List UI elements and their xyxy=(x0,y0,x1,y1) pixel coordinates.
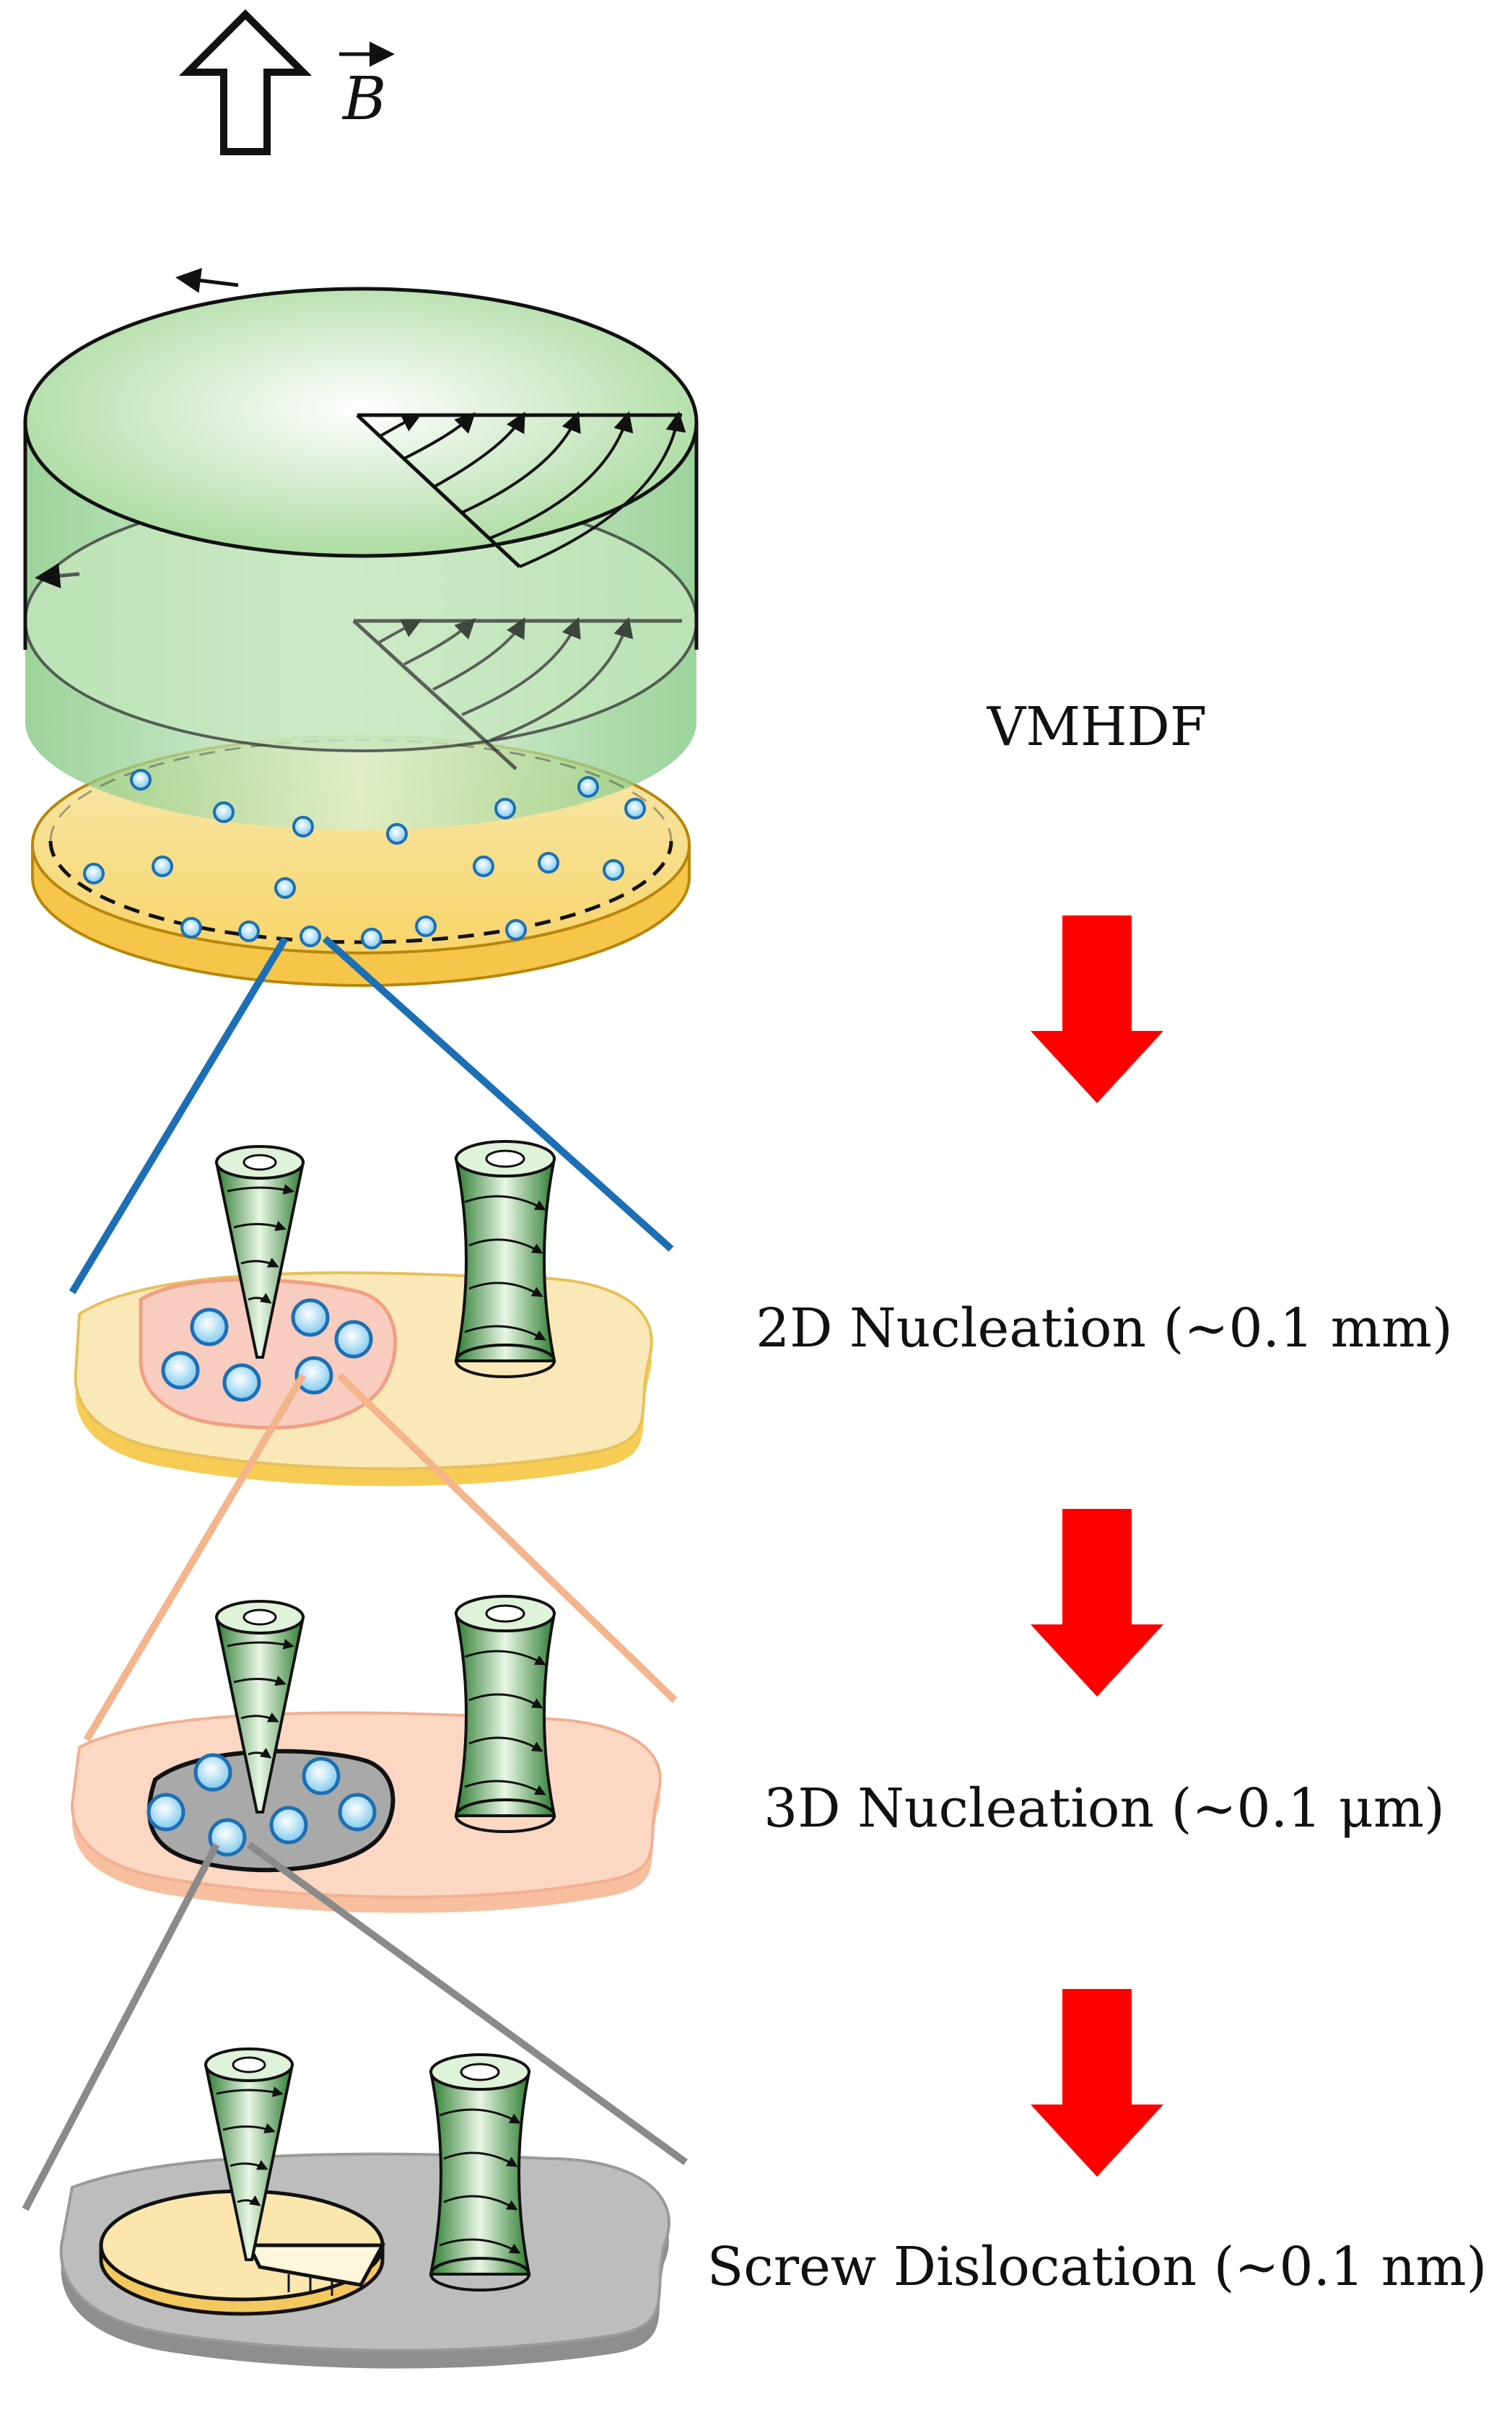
velocity-profile-top xyxy=(356,411,686,568)
down-arrow-3 xyxy=(1031,1989,1163,2177)
nuclei-dots xyxy=(83,769,646,949)
stage2-nuclei xyxy=(147,1753,377,1857)
down-arrow-1 xyxy=(1031,915,1163,1103)
zoom-lines-3 xyxy=(22,1841,688,2211)
stage3-label: Screw Dislocation (~0.1 nm) xyxy=(707,2236,1487,2298)
velocity-profile-mid xyxy=(352,617,682,770)
down-arrow-2 xyxy=(1031,1509,1163,1697)
field-label-text: B xyxy=(341,65,386,134)
stage1-nuclei xyxy=(161,1298,373,1402)
stage1-label: 2D Nucleation (~0.1 mm) xyxy=(756,1297,1453,1359)
tube-vortex-icon xyxy=(456,1141,554,1377)
magnetic-field-arrow xyxy=(178,9,313,155)
stage2-panel xyxy=(70,1596,662,1913)
tube-vortex-icon xyxy=(456,1596,554,1832)
zoom-lines-2 xyxy=(83,1372,678,1742)
vmhdf-label: VMHDF xyxy=(987,696,1207,758)
stage2-label: 3D Nucleation (~0.1 μm) xyxy=(764,1777,1445,1840)
vmhdf-cylinder xyxy=(23,268,699,987)
stage1-panel xyxy=(74,1141,653,1487)
zoom-lines-1 xyxy=(69,936,674,1294)
field-label: B xyxy=(339,41,395,134)
stage3-panel xyxy=(59,2049,670,2369)
tube-vortex-icon xyxy=(431,2055,529,2290)
